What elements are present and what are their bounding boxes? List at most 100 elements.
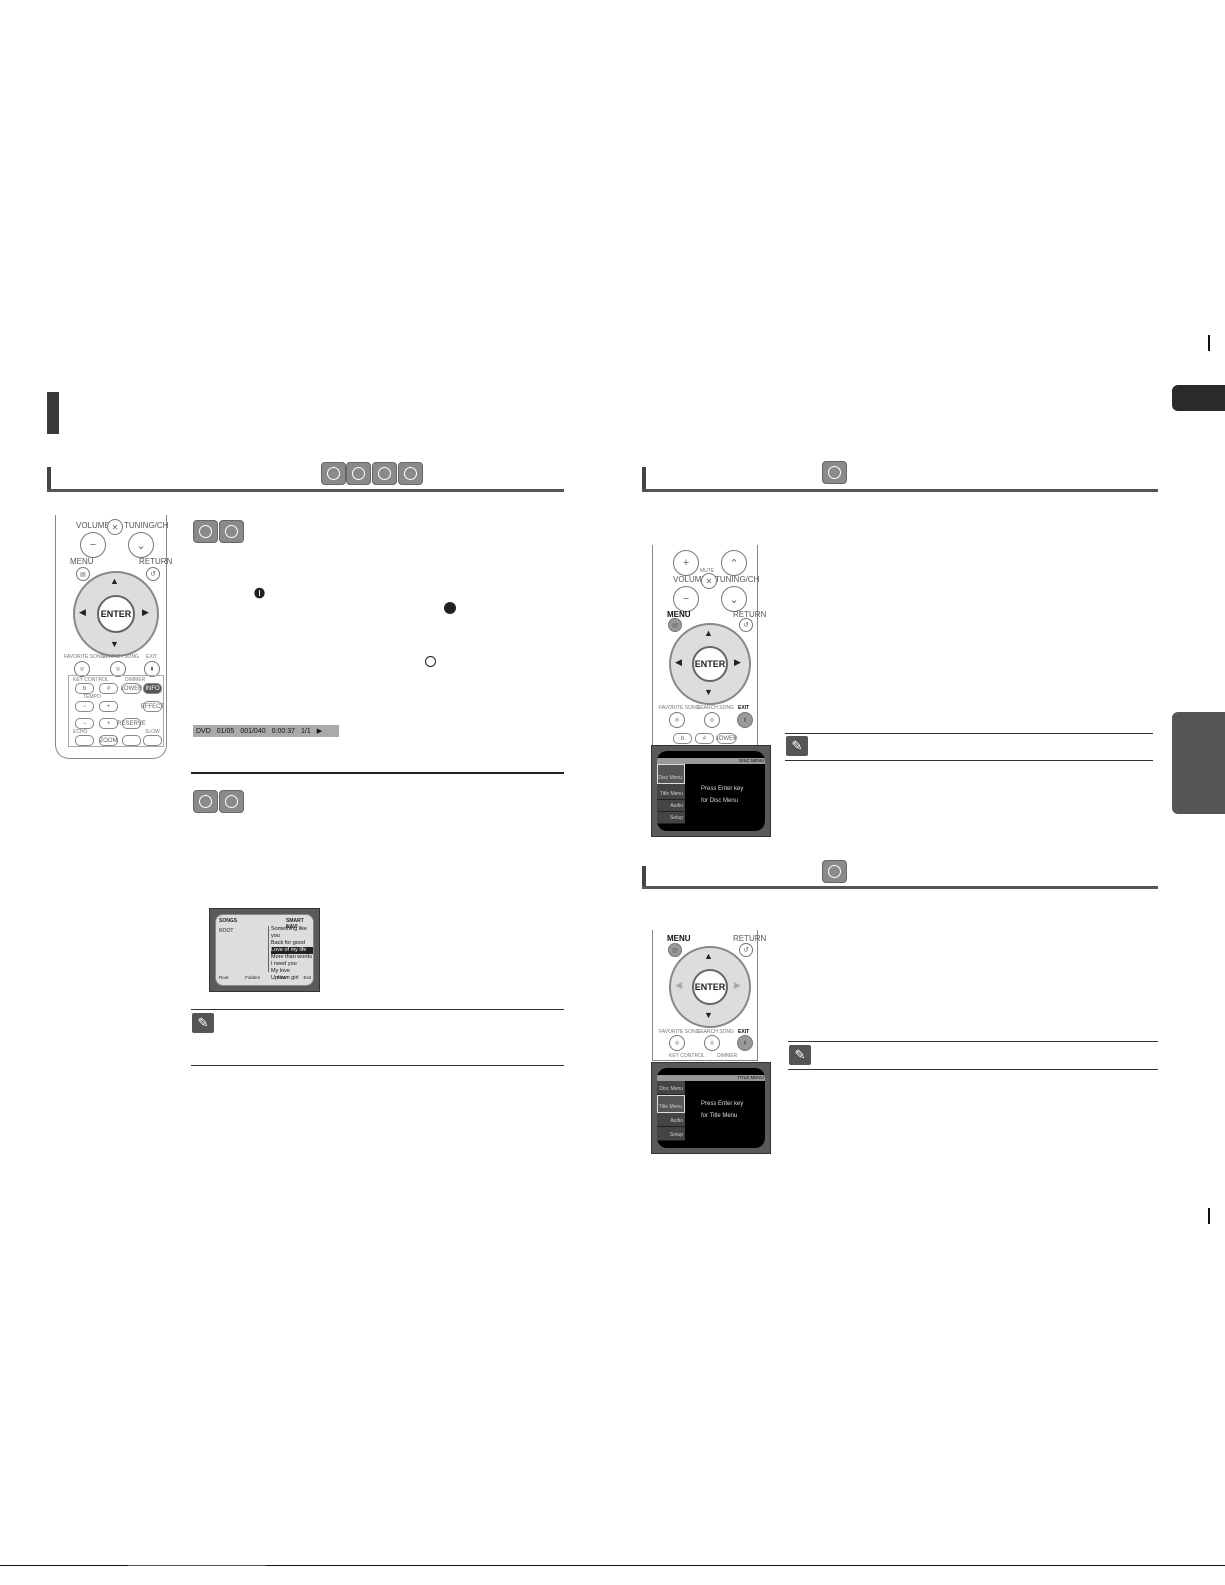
tempo-label: TEMPO [83,694,101,700]
track-list: Something like you Back for good Love of… [271,926,313,982]
key-control-label: KEY CONTROL [73,677,109,683]
sharp-button: # [695,733,714,744]
tuning-label: TUNING/CH [124,521,169,530]
blank-button [122,735,141,746]
menu-label: MENU [667,610,691,619]
mute-icon: ✕ [107,519,123,535]
exit-label: EXIT [146,654,158,660]
enter-button-icon: ENTER [692,646,728,682]
section-rule [642,886,1158,889]
remote-control-illustration: MENU RETURN ▤ ↺ ▲ ▼ ◀ ▶ ENTER FAVORITE S… [652,930,766,1061]
list-item: More than words [271,954,312,960]
favorite-song-icon: ◎ [669,1035,685,1051]
disc-type-text: DVD [196,727,211,735]
tempo-plus-button: + [99,701,118,712]
enter-label: ENTER [694,659,726,669]
slow-label: SLOW [145,729,160,735]
chapter-icon [444,602,456,614]
return-label: RETURN [139,557,173,566]
down-arrow-icon: ▼ [704,687,713,697]
sidebar-item-disc-menu: Disc Menu [657,764,685,784]
return-icon: ↺ [739,618,753,632]
tuning-down-icon: ⌄ [128,532,154,558]
note-box: ✎ [788,1041,1158,1070]
sharp-button: # [99,683,118,694]
enter-button-icon: ENTER [692,969,728,1005]
echo-button [75,735,94,746]
disc-type-badge-icon [321,462,346,485]
title-number: 01/05 [216,727,235,735]
page-title-marker [47,392,59,434]
effect-button: EFFECT [141,701,164,712]
favorite-song-icon: ◎ [669,712,685,728]
title-menu-header: TITLE MENU [737,1075,764,1080]
disc-type-badge-icon [398,462,423,485]
angle-number: 1/1 [300,727,311,735]
crop-mark [1208,1208,1210,1224]
page-bottom-rule [0,1565,1225,1566]
mp3-navigation-screenshot: SONGS SMART NAVI ROOT Something like you… [209,908,320,992]
search-song-icon: ◎ [704,712,720,728]
reserve-button: RESERVE [117,718,146,729]
menu-sidebar: Disc Menu Title Menu Audio Setup [657,1081,685,1141]
left-arrow-icon: ◀ [675,980,682,990]
section-marker [47,467,51,489]
sidebar-item-audio: Audio [657,800,685,812]
search-song-label: SEARCH SONG [697,705,734,711]
remote-control-illustration: + ⌃ MUTE VOLUME TUNING/CH ✕ − ⌄ MENU RET… [652,545,766,746]
disc-type-badge-icon [193,520,218,543]
crop-mark [1208,335,1210,351]
disc-type-badge-icon [822,461,847,484]
menu-sidebar: Disc Menu Title Menu Audio Setup [657,764,685,824]
footer-exit: Exit [303,975,311,980]
disc-menu-screenshot: DISC MENU Disc Menu Title Menu Audio Set… [651,745,771,837]
favorite-song-label: FAVORITE SONG [659,1029,700,1035]
disc-type-badge-icon [372,462,397,485]
left-arrow-icon: ◀ [79,607,86,617]
right-arrow-icon: ▶ [734,980,741,990]
right-arrow-icon: ▶ [142,607,149,617]
osd-message: Press Enter key for Title Menu [701,1098,743,1122]
info-button: INFO [143,683,162,694]
dimmer-label: DIMMER [125,677,146,683]
sidebar-item-setup: Setup [657,812,685,824]
chapter-tab [1172,385,1225,411]
slow-button [143,735,162,746]
enter-label: ENTER [694,982,726,992]
lower-button: LOWER [716,733,738,744]
section-rule [642,489,1158,492]
right-arrow-icon: ▶ [734,657,741,667]
menu-button-icon: ▤ [668,618,682,632]
subsection-divider [191,772,564,774]
pencil-note-icon: ✎ [192,1013,214,1033]
osd-message-line: Press Enter key [701,786,744,792]
tuning-label: TUNING/CH [715,575,760,584]
clock-icon [425,656,436,667]
exit-label: EXIT [738,1029,750,1035]
sidebar-item-title-menu: Title Menu [657,1095,685,1113]
footer-root: Root [219,975,229,980]
dimmer-label: DIMMER [717,1053,738,1059]
minus-button: − [75,718,94,729]
section-rule [47,489,564,492]
enter-label: ENTER [100,609,132,619]
list-item-selected: Love of my life [271,947,313,954]
exit-label: EXIT [738,705,750,711]
osd-message-line: for Disc Menu [701,798,739,804]
list-item: I need you [271,961,297,967]
title-menu-screenshot: TITLE MENU Disc Menu Title Menu Audio Se… [651,1062,771,1154]
sidebar-item-disc-menu: Disc Menu [657,1081,685,1095]
return-icon: ↺ [739,943,753,957]
songs-header: SONGS [219,918,238,924]
mute-icon: ✕ [701,573,717,589]
volume-label: VOLUME [76,521,110,530]
tuning-up-icon: ⌃ [721,550,747,576]
down-arrow-icon: ▼ [110,639,119,649]
info-display-bar: DVD 01/05 001/040 0:00:37 1/1 ▶ [193,725,339,737]
lower-button: LOWER [121,683,143,694]
list-item: Something like you [271,926,308,939]
footer-folders: Folders [245,975,261,980]
list-item: Back for good [271,940,305,946]
flat-button: b [673,733,692,744]
bottom-link-underline [128,1565,266,1566]
